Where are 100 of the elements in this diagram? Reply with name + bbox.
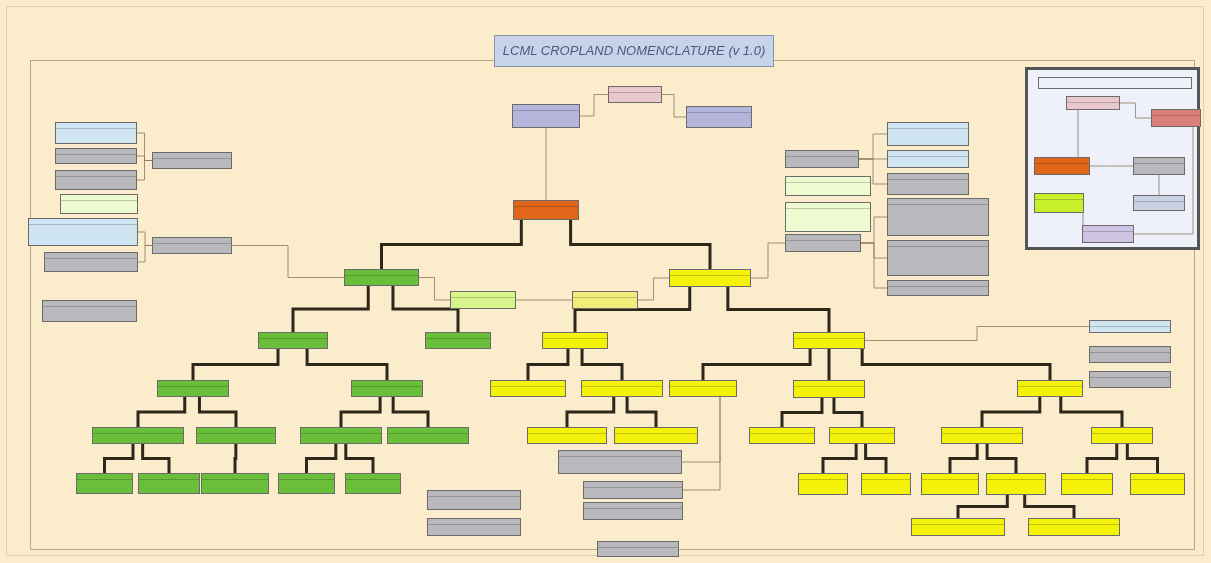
- class-box: [427, 518, 521, 536]
- class-box: [887, 122, 969, 146]
- diagram-title: LCML CROPLAND NOMENCLATURE (v 1.0): [502, 42, 766, 61]
- association-line: [858, 158, 888, 185]
- class-box: [425, 332, 491, 349]
- class-box: [1130, 473, 1185, 495]
- class-box: [201, 473, 269, 494]
- class-box: [157, 380, 229, 397]
- hierarchy-connector: [948, 444, 979, 473]
- class-box: [1151, 109, 1201, 127]
- class-box: [387, 427, 469, 444]
- class-box: [829, 427, 895, 444]
- hierarchy-connector: [305, 444, 338, 473]
- class-box: [583, 481, 683, 499]
- association-line: [860, 242, 888, 289]
- hierarchy-connector: [573, 287, 692, 332]
- hierarchy-connector: [1125, 444, 1159, 473]
- class-box: [669, 269, 751, 287]
- association-line: [1089, 165, 1134, 167]
- class-box: [686, 106, 752, 128]
- class-box: [785, 202, 871, 232]
- hierarchy-connector: [1059, 397, 1124, 427]
- class-box: [1034, 157, 1090, 175]
- class-box: [785, 150, 859, 168]
- class-box: [572, 291, 638, 309]
- class-box: [785, 234, 861, 252]
- hierarchy-connector: [197, 397, 238, 427]
- hierarchy-connector: [1023, 495, 1076, 518]
- hierarchy-connector: [832, 398, 864, 427]
- hierarchy-connector: [344, 444, 375, 473]
- class-box: [1082, 225, 1134, 243]
- class-box: [345, 473, 401, 494]
- hierarchy-connector: [339, 397, 382, 427]
- class-box: [941, 427, 1023, 444]
- association-line: [1133, 126, 1194, 235]
- inset-panel: [1025, 67, 1200, 250]
- hierarchy-connector: [569, 220, 712, 269]
- class-box: [669, 380, 737, 397]
- class-box: [55, 122, 137, 144]
- hierarchy-connector: [580, 349, 624, 380]
- class-box: [351, 380, 423, 397]
- class-box: [793, 332, 865, 349]
- class-box: [1091, 427, 1153, 444]
- class-box: [1133, 195, 1185, 211]
- class-box: [258, 332, 328, 349]
- class-box: [42, 300, 137, 322]
- association-line: [637, 277, 670, 301]
- class-box: [278, 473, 335, 494]
- association-line: [1082, 212, 1084, 226]
- class-box: [513, 200, 579, 220]
- association-line: [231, 245, 345, 278]
- association-line: [750, 242, 786, 279]
- class-box: [490, 380, 566, 397]
- class-box: [1133, 157, 1185, 175]
- class-box: [527, 427, 607, 444]
- class-box: [1089, 346, 1171, 363]
- class-box: [887, 173, 969, 195]
- association-line: [515, 299, 573, 301]
- class-box: [542, 332, 608, 349]
- class-box: [911, 518, 1005, 536]
- association-line: [682, 396, 721, 491]
- class-box: [138, 473, 200, 494]
- hierarchy-connector: [141, 444, 171, 473]
- class-box: [785, 176, 871, 196]
- association-line: [545, 127, 547, 201]
- class-box: [44, 252, 138, 272]
- hierarchy-connector: [625, 397, 658, 427]
- class-box: [608, 86, 662, 103]
- class-box: [581, 380, 663, 397]
- class-box: [861, 473, 911, 495]
- class-box: [887, 240, 989, 276]
- association-line: [864, 326, 1090, 341]
- hierarchy-connector: [565, 397, 616, 427]
- hierarchy-connector: [103, 444, 135, 473]
- class-box: [887, 198, 989, 236]
- class-box: [1038, 77, 1192, 89]
- class-box: [1061, 473, 1113, 495]
- hierarchy-connector: [701, 349, 812, 380]
- class-box: [749, 427, 815, 444]
- class-box: [597, 541, 679, 557]
- class-box: [921, 473, 979, 495]
- association-line: [418, 277, 451, 301]
- class-box: [300, 427, 382, 444]
- hierarchy-connector: [136, 397, 187, 427]
- class-box: [450, 291, 516, 309]
- hierarchy-connector: [985, 444, 1018, 473]
- class-box: [887, 280, 989, 296]
- class-box: [1017, 380, 1083, 397]
- hierarchy-connector: [526, 349, 570, 380]
- association-line: [136, 160, 153, 181]
- class-box: [55, 148, 137, 164]
- hierarchy-connector: [821, 444, 858, 473]
- class-box: [798, 473, 848, 495]
- hierarchy-connector: [726, 287, 831, 332]
- class-box: [1028, 518, 1120, 536]
- class-box: [152, 152, 232, 169]
- hierarchy-connector: [980, 397, 1042, 427]
- hierarchy-connector: [956, 495, 1009, 518]
- class-box: [344, 269, 419, 286]
- hierarchy-connector: [191, 349, 280, 380]
